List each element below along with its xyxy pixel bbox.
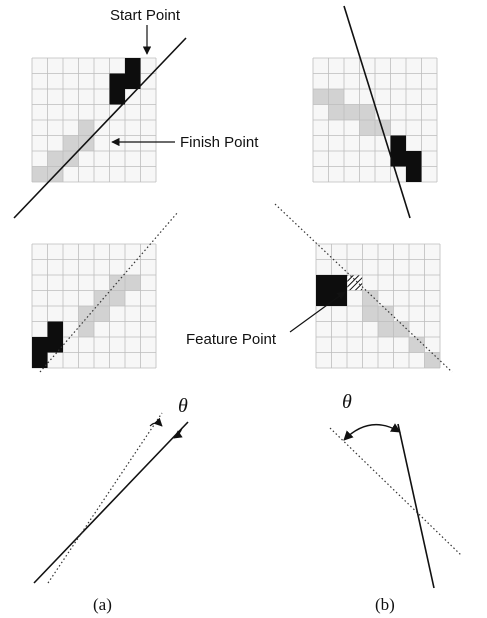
pixel-light [359, 104, 375, 120]
pixel-light [94, 290, 110, 306]
panel-b-top [312, 5, 438, 219]
grid-a-top [31, 57, 157, 183]
angle-a-arc-arrow-left [149, 417, 163, 427]
pixel-dark [125, 73, 141, 89]
panel-a-mid [31, 211, 179, 373]
pixel-dark [316, 275, 332, 291]
pixel-dark [390, 135, 406, 151]
pixel-light [94, 306, 110, 322]
pixel-light [378, 306, 394, 322]
pixel-light [78, 321, 94, 337]
theta-label-a: θ [178, 395, 188, 417]
solid-line-a-top [13, 37, 187, 219]
theta-label-b: θ [342, 391, 352, 413]
pixel-light [313, 89, 329, 105]
pixel-light [328, 104, 344, 120]
finish-point-label: Finish Point [180, 134, 259, 151]
pixel-light [359, 120, 375, 136]
angle-diagram-a: θ [33, 395, 189, 584]
pixel-dark [125, 58, 141, 74]
pixel-dark [109, 73, 125, 89]
pixel-light [344, 104, 360, 120]
pixel-light [78, 306, 94, 322]
pixel-hatched [347, 275, 363, 291]
pixel-light [409, 337, 425, 353]
angle-b-dotted-line [329, 427, 463, 557]
angle-a-arc-arrow-right [173, 427, 183, 439]
pixel-light [393, 321, 409, 337]
start-point-label: Start Point [110, 7, 181, 24]
pixel-dark [406, 151, 422, 167]
pixel-light [328, 89, 344, 105]
grid-b-mid [315, 243, 441, 369]
caption-a: (a) [93, 595, 112, 614]
pixel-dark [316, 290, 332, 306]
pixel-dark [47, 337, 63, 353]
angle-b-solid-line [397, 423, 435, 589]
pixel-dark [109, 89, 125, 105]
pixel-light [375, 120, 391, 136]
caption-b: (b) [375, 595, 395, 614]
grid-b-top [312, 57, 438, 183]
pixel-light [125, 275, 141, 291]
pixel-light [362, 306, 378, 322]
pixel-light [47, 151, 63, 167]
pixel-light [63, 135, 79, 151]
pixel-light [109, 290, 125, 306]
angle-a-solid-line [33, 421, 189, 584]
panel-a-top [13, 37, 187, 219]
dotted-line-b-mid [274, 203, 453, 373]
solid-line-b-top [343, 5, 411, 219]
pixel-dark [32, 352, 48, 368]
feature-point-arrow [289, 291, 346, 333]
grid-a-mid [31, 243, 157, 369]
pixel-light [78, 120, 94, 136]
pixel-dark [47, 321, 63, 337]
pixel-light [362, 290, 378, 306]
pixel-light [109, 275, 125, 291]
pixel-dark [406, 166, 422, 182]
pixel-dark [331, 275, 347, 291]
panel-b-mid [274, 203, 453, 373]
pixel-light [378, 321, 394, 337]
feature-point-label: Feature Point [186, 331, 277, 348]
pixel-light [32, 166, 48, 182]
pixel-dark [32, 337, 48, 353]
angle-a-dotted-line [47, 412, 163, 584]
dotted-line-a-mid [39, 211, 179, 373]
angle-diagram-b: θ [329, 391, 463, 589]
angle-b-arc-arrow [343, 423, 401, 441]
pixel-dark [390, 151, 406, 167]
pixel-light [424, 352, 440, 368]
